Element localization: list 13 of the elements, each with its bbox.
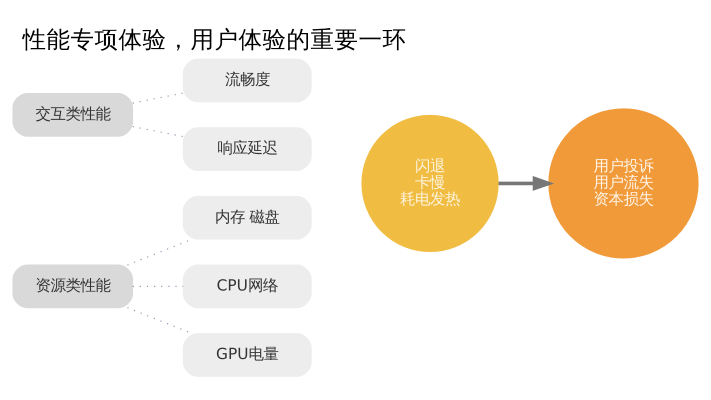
node-box: CPU网络 xyxy=(182,264,312,308)
node-box: 资源类性能 xyxy=(12,264,134,308)
node-circle: 闪退 卡慢 耗电发热 xyxy=(361,114,499,252)
connector xyxy=(132,92,184,104)
node-box: 流畅度 xyxy=(182,58,312,102)
arrow xyxy=(498,176,554,191)
connector xyxy=(132,126,184,138)
node-box: 响应延迟 xyxy=(182,127,312,172)
node-box: 交互类性能 xyxy=(12,92,134,137)
diagram-title: 性能专项体验，用户体验的重要一环 xyxy=(22,25,407,54)
node-circle: 用户投诉 用户流失 资本损失 xyxy=(548,108,699,259)
node-box: 内存 磁盘 xyxy=(182,196,312,240)
node-box: GPU电量 xyxy=(182,333,312,377)
